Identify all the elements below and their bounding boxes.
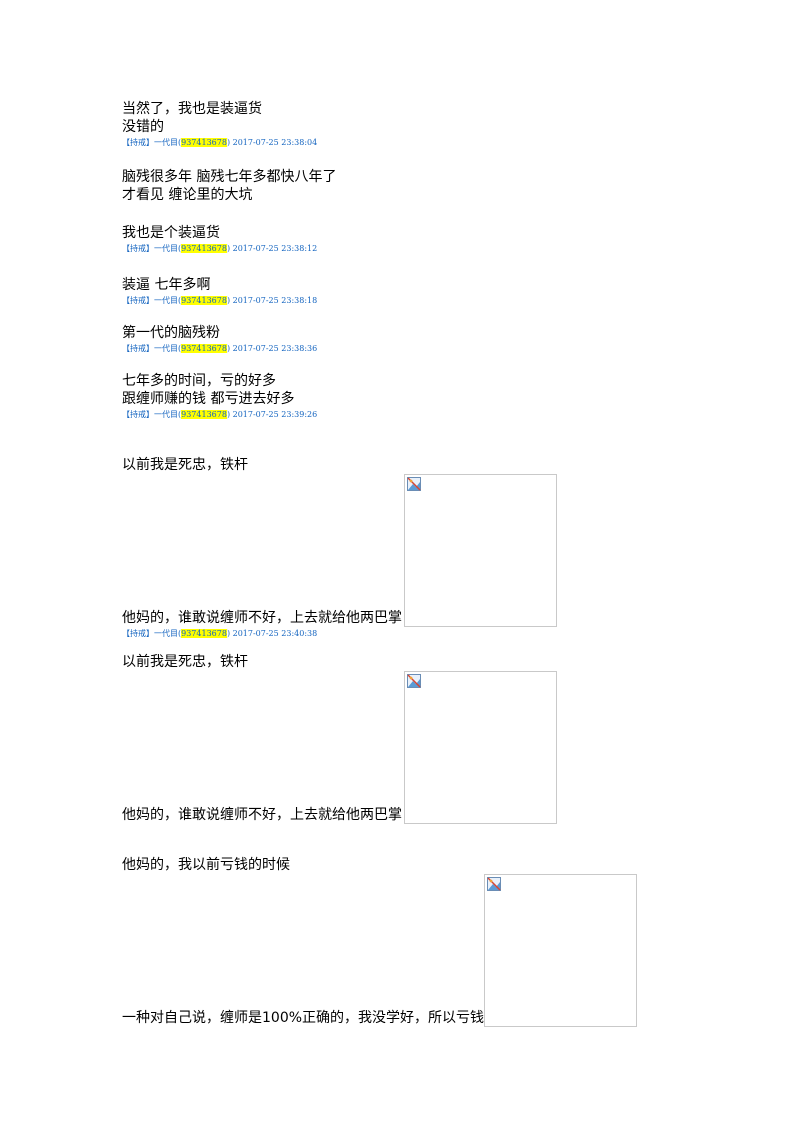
broken-image-icon xyxy=(407,477,421,491)
embedded-image[interactable] xyxy=(404,671,557,824)
meta-id-highlight: 937413678 xyxy=(181,344,227,353)
meta-id-highlight: 937413678 xyxy=(181,138,227,147)
meta-author: 【持戒】一代目( xyxy=(122,344,182,353)
post-meta: 【持戒】一代目(937413678) 2017-07-25 23:38:18 xyxy=(122,295,742,306)
broken-image-icon xyxy=(487,877,502,891)
post: 第一代的脑残粉 【持戒】一代目(937413678) 2017-07-25 23… xyxy=(122,324,742,354)
post-line: 当然了，我也是装逼货 xyxy=(122,101,262,117)
document-body: 当然了，我也是装逼货 没错的 【持戒】一代目(937413678) 2017-0… xyxy=(122,100,742,1027)
post-line: 他妈的，谁敢说缠师不好，上去就给他两巴掌 xyxy=(122,807,402,823)
image-post: 他妈的，我以前亏钱的时候 一种对自己说，缠师是100%正确的，我没学好，所以亏钱 xyxy=(122,856,742,1027)
meta-id-highlight: 937413678 xyxy=(181,244,227,253)
post-line: 跟缠师赚的钱 都亏进去好多 xyxy=(122,391,295,407)
meta-id-highlight: 937413678 xyxy=(181,410,227,419)
post: 装逼 七年多啊 【持戒】一代目(937413678) 2017-07-25 23… xyxy=(122,276,742,306)
broken-image-icon xyxy=(407,674,421,688)
post-line: 他妈的，我以前亏钱的时候 xyxy=(122,857,290,873)
post-line: 脑残很多年 脑残七年多都快八年了 xyxy=(122,169,337,185)
meta-timestamp: ) 2017-07-25 23:38:36 xyxy=(226,344,318,353)
post-line: 装逼 七年多啊 xyxy=(122,277,211,293)
post-meta: 【持戒】一代目(937413678) 2017-07-25 23:38:12 xyxy=(122,243,742,254)
embedded-image[interactable] xyxy=(404,474,557,627)
meta-timestamp: ) 2017-07-25 23:39:26 xyxy=(226,410,318,419)
image-post: 以前我是死忠，铁杆 他妈的，谁敢说缠师不好，上去就给他两巴掌 xyxy=(122,653,742,824)
post-line: 第一代的脑残粉 xyxy=(122,325,220,341)
meta-author: 【持戒】一代目( xyxy=(122,138,182,147)
post-meta: 【持戒】一代目(937413678) 2017-07-25 23:40:38 xyxy=(122,628,742,639)
post: 七年多的时间，亏的好多 跟缠师赚的钱 都亏进去好多 【持戒】一代目(937413… xyxy=(122,372,742,420)
post-meta: 【持戒】一代目(937413678) 2017-07-25 23:38:04 xyxy=(122,137,742,148)
post: 脑残很多年 脑残七年多都快八年了 才看见 缠论里的大坑 xyxy=(122,168,742,204)
embedded-image[interactable] xyxy=(484,874,638,1027)
meta-timestamp: ) 2017-07-25 23:38:04 xyxy=(226,138,318,147)
meta-id-highlight: 937413678 xyxy=(181,296,227,305)
post-line: 七年多的时间，亏的好多 xyxy=(122,373,276,389)
image-post: 以前我是死忠，铁杆 他妈的，谁敢说缠师不好，上去就给他两巴掌 【持戒】一代目(9… xyxy=(122,456,742,639)
post-line: 以前我是死忠，铁杆 xyxy=(122,654,248,670)
post: 当然了，我也是装逼货 没错的 【持戒】一代目(937413678) 2017-0… xyxy=(122,100,742,148)
meta-timestamp: ) 2017-07-25 23:38:12 xyxy=(226,244,318,253)
post: 我也是个装逼货 【持戒】一代目(937413678) 2017-07-25 23… xyxy=(122,224,742,254)
post-line: 才看见 缠论里的大坑 xyxy=(122,187,253,203)
meta-id-highlight: 937413678 xyxy=(181,629,227,638)
meta-author: 【持戒】一代目( xyxy=(122,244,182,253)
post-meta: 【持戒】一代目(937413678) 2017-07-25 23:38:36 xyxy=(122,343,742,354)
meta-author: 【持戒】一代目( xyxy=(122,410,182,419)
post-line: 一种对自己说，缠师是100%正确的，我没学好，所以亏钱 xyxy=(122,1010,485,1026)
meta-author: 【持戒】一代目( xyxy=(122,629,182,638)
post-meta: 【持戒】一代目(937413678) 2017-07-25 23:39:26 xyxy=(122,409,742,420)
meta-timestamp: ) 2017-07-25 23:40:38 xyxy=(226,629,318,638)
meta-author: 【持戒】一代目( xyxy=(122,296,182,305)
post-line: 我也是个装逼货 xyxy=(122,225,220,241)
post-line: 以前我是死忠，铁杆 xyxy=(122,457,248,473)
post-line: 没错的 xyxy=(122,119,164,135)
post-line: 他妈的，谁敢说缠师不好，上去就给他两巴掌 xyxy=(122,610,402,626)
meta-timestamp: ) 2017-07-25 23:38:18 xyxy=(226,296,318,305)
